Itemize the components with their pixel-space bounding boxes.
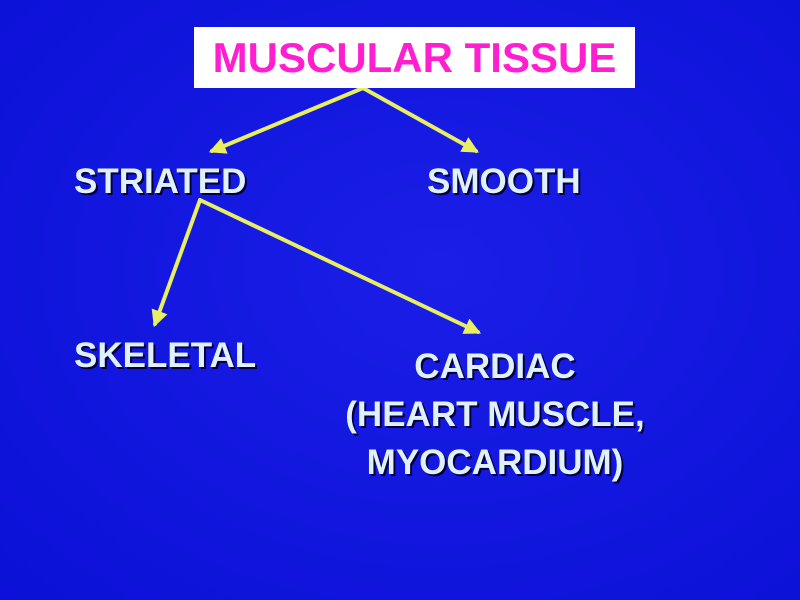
arrow-title-to-striated (208, 86, 365, 154)
striated-node: STRIATED (74, 162, 247, 201)
cardiac-node: CARDIAC (HEART MUSCLE, MYOCARDIUM) (300, 343, 690, 487)
muscular-tissue-title-box: MUSCULAR TISSUE (194, 27, 635, 88)
cardiac-synonym-line-1: (HEART MUSCLE, (345, 395, 645, 434)
arrow-striated-to-skeletal (151, 198, 202, 328)
arrow-title-to-smooth (361, 86, 479, 153)
arrow-striated-to-cardiac (198, 198, 482, 334)
skeletal-node: SKELETAL (74, 336, 257, 375)
cardiac-synonym-line-2: MYOCARDIUM) (366, 443, 624, 482)
muscular-tissue-title: MUSCULAR TISSUE (212, 33, 617, 81)
smooth-node: SMOOTH (427, 162, 581, 201)
cardiac-label: CARDIAC (414, 347, 576, 386)
